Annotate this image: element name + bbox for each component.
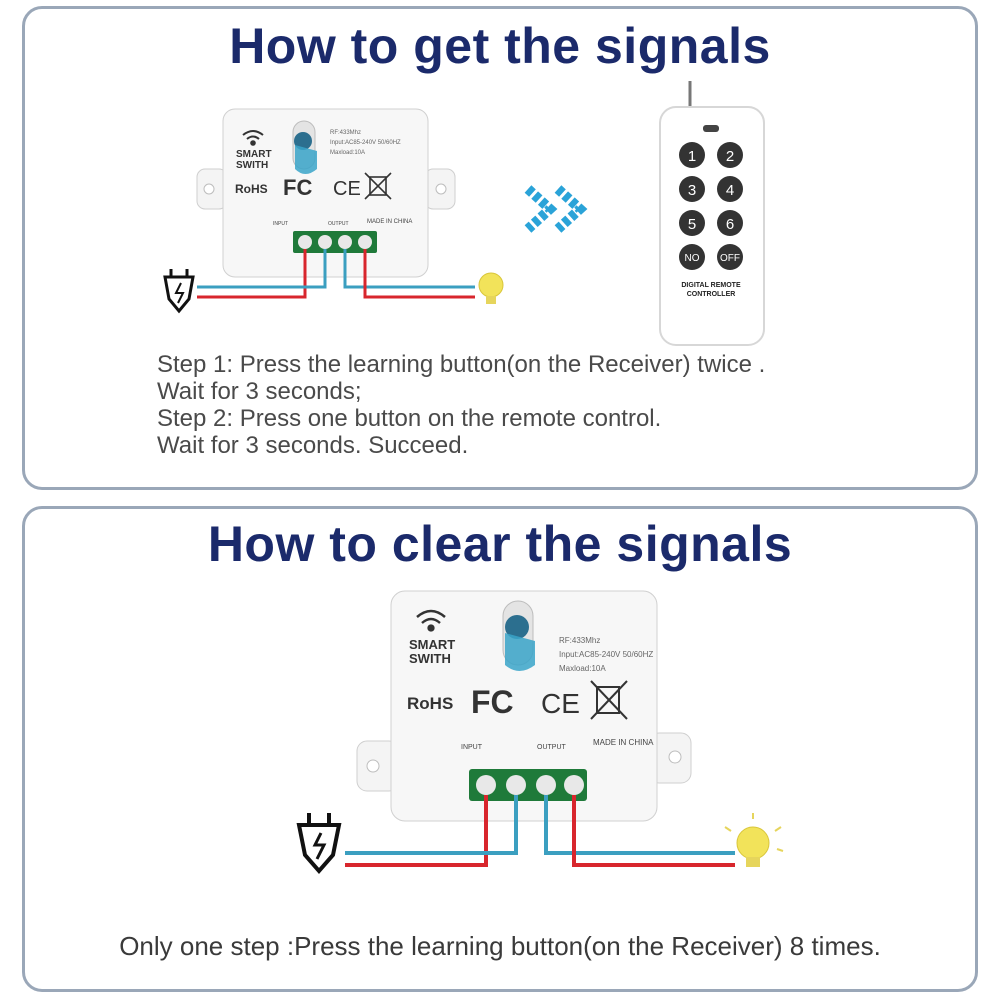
remote-button-off: OFF xyxy=(720,253,740,264)
receiver-wiring-diagram-large: SMART SWITH RF:433Mhz Input:AC85-240V 50… xyxy=(296,590,784,875)
svg-text:FC: FC xyxy=(471,684,514,720)
double-chevron-icon xyxy=(524,185,588,233)
get-signals-heading: How to get the signals xyxy=(229,18,771,74)
step-line-2: Wait for 3 seconds; xyxy=(157,378,362,405)
device-spec-line-1: Input:AC85-240V 50/60HZ xyxy=(559,650,653,659)
learning-steps: Step 1: Press the learning button(on the… xyxy=(157,351,765,459)
clear-instruction: Only one step :Press the learning button… xyxy=(119,931,881,961)
ce-mark-icon: CE xyxy=(333,178,361,200)
bulb-icon xyxy=(478,272,504,304)
step-line-4: Wait for 3 seconds. Succeed. xyxy=(157,432,469,459)
device-brand-line2: SWITH xyxy=(236,160,268,171)
made-in-label: MADE IN CHINA xyxy=(367,219,412,225)
remote-button-4: 4 xyxy=(726,182,734,199)
weee-bin-icon xyxy=(364,172,392,200)
plug-icon xyxy=(296,813,342,875)
clear-signals-heading: How to clear the signals xyxy=(207,516,793,572)
clear-signals-panel: How to clear the signals SMART SWITH RF:… xyxy=(22,506,978,992)
plug-icon xyxy=(163,269,195,314)
remote-label-line2: CONTROLLER xyxy=(687,291,736,298)
bulb-icon xyxy=(724,813,784,867)
input-label: INPUT xyxy=(461,744,483,751)
output-label: OUTPUT xyxy=(537,744,567,751)
remote-button-2: 2 xyxy=(726,148,734,165)
input-label: INPUT xyxy=(273,221,288,227)
ce-mark-icon: CE xyxy=(541,688,580,719)
fc-mark-icon: FC xyxy=(471,684,514,720)
hand-press-icon xyxy=(505,615,535,671)
device-spec-line-0: RF:433Mhz xyxy=(559,636,600,645)
remote-button-3: 3 xyxy=(688,182,696,199)
remote-control: 1 2 3 4 5 6 NO OFF DIGITAL REMOTE CONTRO… xyxy=(659,81,765,346)
svg-text:CE: CE xyxy=(541,688,580,719)
receiver-wiring-diagram: SMART SWITH RF:433Mhz Input:AC85-240V 50… xyxy=(163,108,504,314)
device-brand-line1: SMART xyxy=(409,637,455,652)
svg-text:CE: CE xyxy=(333,178,361,200)
remote-button-5: 5 xyxy=(688,216,696,233)
made-in-label: MADE IN CHINA xyxy=(593,738,654,747)
remote-label-line1: DIGITAL REMOTE xyxy=(681,282,741,289)
device-spec-line-1: Input:AC85-240V 50/60HZ xyxy=(330,140,401,146)
remote-button-no: NO xyxy=(685,253,700,264)
svg-text:FC: FC xyxy=(283,175,312,200)
weee-bin-icon xyxy=(590,680,628,720)
remote-button-1: 1 xyxy=(688,148,696,165)
get-signals-panel: How to get the signals SMART SWITH RF:43… xyxy=(22,6,978,490)
step-line-3: Step 2: Press one button on the remote c… xyxy=(157,405,662,432)
output-label: OUTPUT xyxy=(328,221,349,227)
device-spec-line-0: RF:433Mhz xyxy=(330,130,361,136)
device-spec-line-2: Maxload:10A xyxy=(559,664,606,673)
step-line-1: Step 1: Press the learning button(on the… xyxy=(157,351,766,378)
wifi-icon xyxy=(416,609,446,632)
rohs-mark: RoHS xyxy=(407,694,453,713)
device-brand-line1: SMART xyxy=(236,149,272,160)
fc-mark-icon: FC xyxy=(283,175,312,200)
rohs-mark: RoHS xyxy=(235,182,268,196)
device-brand-line2: SWITH xyxy=(409,651,451,666)
device-spec-line-2: Maxload:10A xyxy=(330,150,365,156)
hand-press-icon xyxy=(294,132,317,174)
remote-button-6: 6 xyxy=(726,216,734,233)
wifi-icon xyxy=(242,130,264,146)
